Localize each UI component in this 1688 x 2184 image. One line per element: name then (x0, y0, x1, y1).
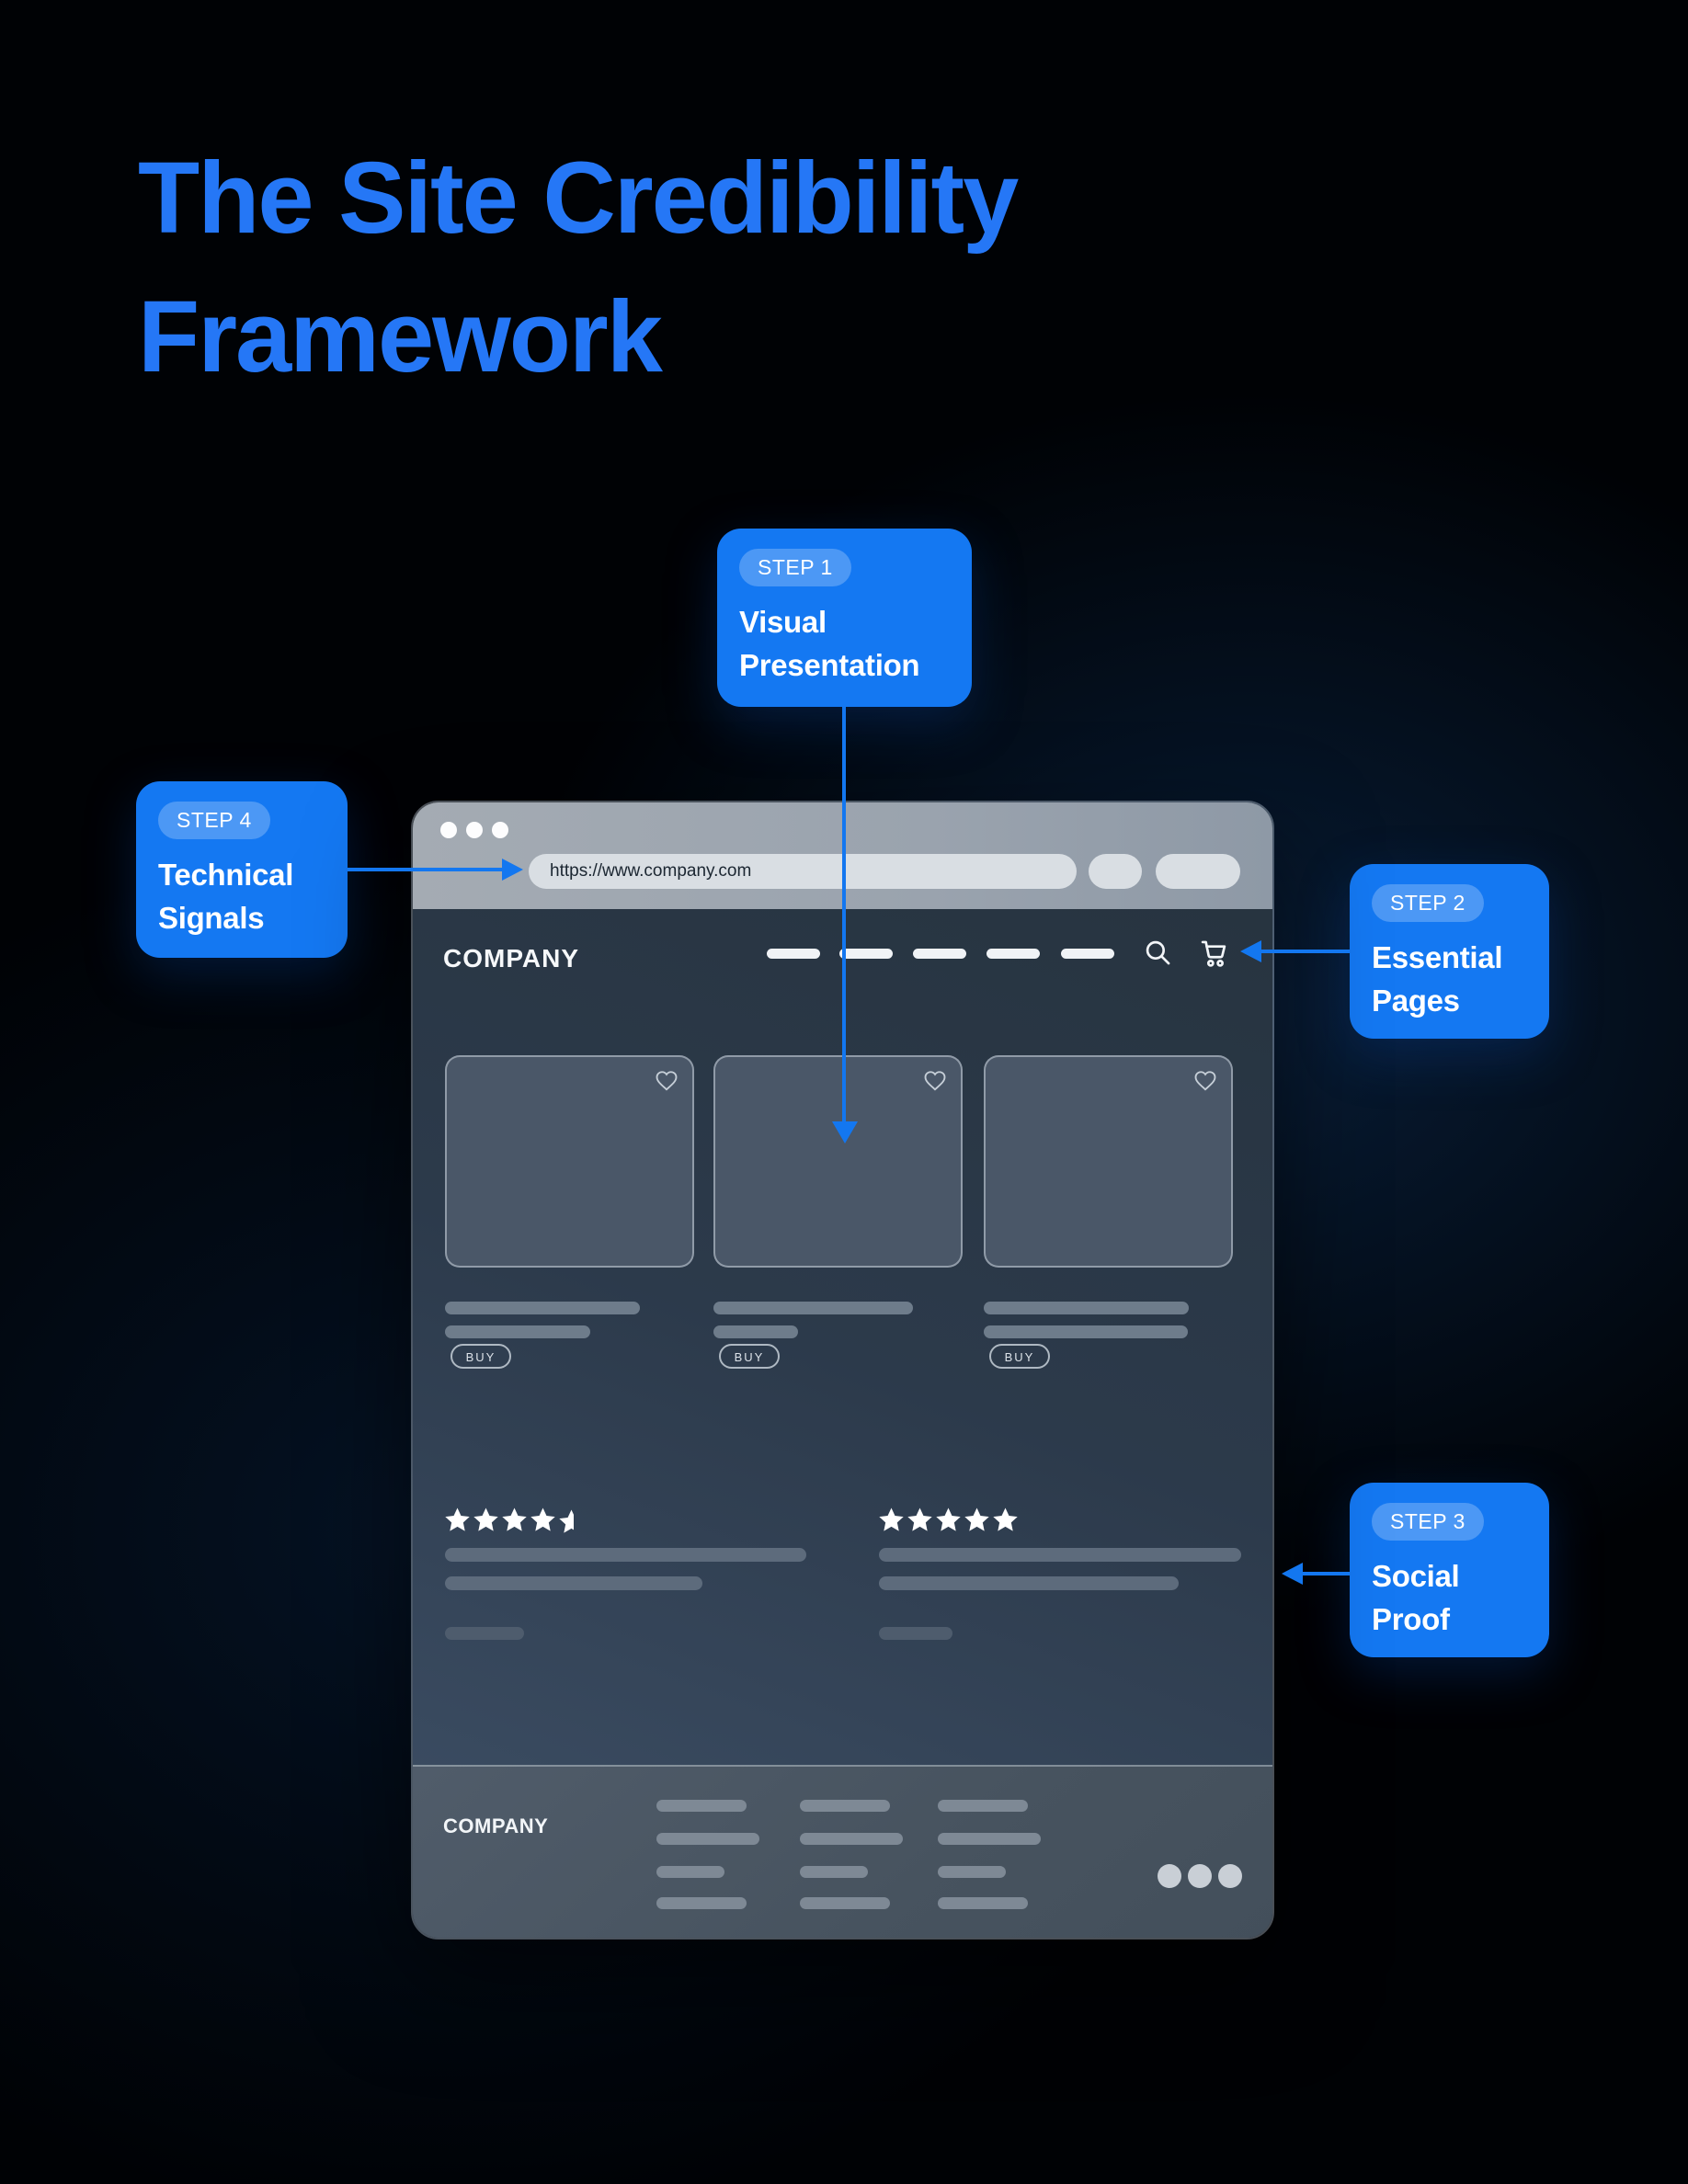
step-1-label: Visual Presentation (739, 605, 920, 682)
site-footer: COMPANY (413, 1765, 1272, 1938)
review-text-placeholder (445, 1576, 702, 1590)
review-text-placeholder (445, 1548, 806, 1562)
window-control-dot[interactable] (440, 822, 457, 838)
arrow-step1-line (842, 707, 846, 1122)
buy-button[interactable]: BUY (451, 1344, 511, 1369)
toolbar-pill-large[interactable] (1156, 854, 1240, 889)
toolbar-pill-small[interactable] (1089, 854, 1142, 889)
cart-icon[interactable] (1196, 935, 1231, 974)
star-rating (879, 1507, 1018, 1536)
footer-link-placeholder (938, 1833, 1041, 1845)
star-icon (993, 1507, 1018, 1536)
nav-menu-placeholder[interactable] (913, 949, 966, 959)
page-title-line1: The Site Credibility (138, 142, 1019, 255)
step-card-2: STEP 2 Essential Pages (1350, 864, 1549, 1039)
arrow-step3-head-icon (1282, 1563, 1303, 1585)
arrow-step4-head-icon (502, 859, 523, 881)
step-3-badge: STEP 3 (1372, 1503, 1484, 1541)
footer-link-placeholder (656, 1897, 747, 1909)
product-card (984, 1055, 1233, 1268)
text-placeholder (713, 1325, 798, 1338)
footer-logo: COMPANY (443, 1814, 549, 1837)
step-4-badge: STEP 4 (158, 802, 270, 839)
star-icon (502, 1507, 527, 1536)
arrow-step2-head-icon (1240, 940, 1261, 962)
page-title-line2: Framework (138, 280, 663, 393)
step-card-3: STEP 3 Social Proof (1350, 1483, 1549, 1657)
footer-link-placeholder (656, 1866, 724, 1878)
step-card-1: STEP 1 Visual Presentation (717, 529, 972, 707)
half-star-icon (559, 1509, 574, 1533)
buy-button[interactable]: BUY (989, 1344, 1050, 1369)
arrow-step3-line (1303, 1572, 1350, 1575)
review-author-placeholder (879, 1627, 952, 1640)
window-control-dot[interactable] (466, 822, 483, 838)
star-icon (530, 1507, 555, 1536)
text-placeholder (984, 1325, 1188, 1338)
heart-icon[interactable] (922, 1068, 948, 1097)
nav-menu-placeholder[interactable] (1061, 949, 1114, 959)
star-rating (445, 1507, 574, 1536)
step-4-label: Technical Signals (158, 858, 294, 935)
arrow-step1-head-icon (832, 1121, 858, 1143)
text-placeholder (713, 1302, 913, 1314)
footer-link-placeholder (800, 1897, 890, 1909)
star-icon (964, 1507, 989, 1536)
footer-link-placeholder (656, 1833, 759, 1845)
review-text-placeholder (879, 1576, 1179, 1590)
step-2-badge: STEP 2 (1372, 884, 1484, 922)
social-icon[interactable] (1218, 1864, 1242, 1888)
star-icon (473, 1507, 498, 1536)
search-icon[interactable] (1142, 937, 1173, 973)
window-control-dot[interactable] (492, 822, 508, 838)
footer-link-placeholder (938, 1897, 1028, 1909)
heart-icon[interactable] (1192, 1068, 1218, 1097)
arrow-step2-line (1261, 950, 1350, 953)
star-icon (445, 1507, 470, 1536)
star-icon (936, 1507, 961, 1536)
site-logo: COMPANY (443, 944, 580, 973)
star-icon (879, 1507, 904, 1536)
arrow-step4-line (348, 868, 504, 871)
footer-social-icons (1158, 1864, 1242, 1888)
step-1-badge: STEP 1 (739, 549, 851, 586)
nav-menu-placeholder[interactable] (987, 949, 1040, 959)
footer-link-placeholder (938, 1800, 1028, 1812)
product-card (713, 1055, 963, 1268)
nav-menu-placeholder[interactable] (839, 949, 893, 959)
page-title: The Site Credibility Framework (138, 129, 1019, 406)
footer-link-placeholder (800, 1833, 903, 1845)
step-2-label: Essential Pages (1372, 940, 1503, 1018)
step-3-label: Social Proof (1372, 1559, 1460, 1636)
nav-menu-placeholder[interactable] (767, 949, 820, 959)
buy-button[interactable]: BUY (719, 1344, 780, 1369)
product-card (445, 1055, 694, 1268)
social-icon[interactable] (1158, 1864, 1181, 1888)
footer-link-placeholder (800, 1800, 890, 1812)
footer-link-placeholder (938, 1866, 1006, 1878)
text-placeholder (445, 1302, 640, 1314)
text-placeholder (445, 1325, 590, 1338)
review-text-placeholder (879, 1548, 1241, 1562)
star-icon (907, 1507, 932, 1536)
heart-icon[interactable] (654, 1068, 679, 1097)
footer-link-placeholder (800, 1866, 868, 1878)
review-author-placeholder (445, 1627, 524, 1640)
window-controls (440, 822, 508, 838)
address-bar[interactable]: https://www.company.com (529, 854, 1077, 889)
step-card-4: STEP 4 Technical Signals (136, 781, 348, 958)
social-icon[interactable] (1188, 1864, 1212, 1888)
footer-link-placeholder (656, 1800, 747, 1812)
text-placeholder (984, 1302, 1189, 1314)
